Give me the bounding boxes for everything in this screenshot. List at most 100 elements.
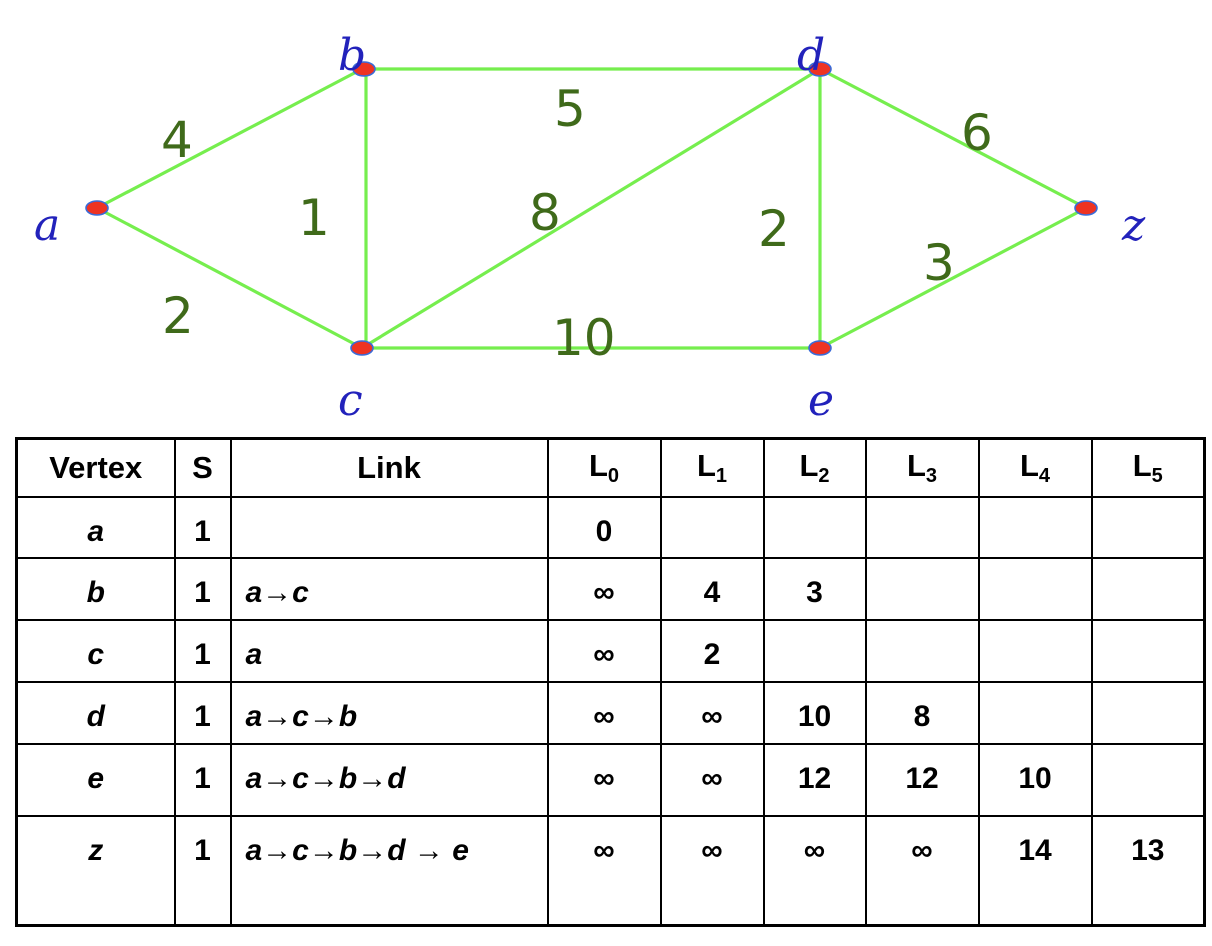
vertex-cell: a (15, 495, 176, 559)
shortest-path-table: Vertex S Link L0 L1 L2 L3 L4 L5 a 1 0 (15, 437, 1206, 927)
l4-cell (977, 556, 1093, 621)
l1-cell (659, 495, 765, 559)
l2-cell: 12 (762, 742, 867, 817)
l1-cell: 2 (659, 618, 765, 683)
table-row: z 1 a→c→b→d → e ∞ ∞ ∞ ∞ 14 13 (15, 814, 1206, 927)
l1-cell: ∞ (659, 742, 765, 817)
header-l3-text: L (906, 448, 926, 484)
link-cell: a→c→b (229, 680, 549, 745)
l3-cell: 8 (864, 680, 980, 745)
header-l2-text: L (799, 448, 819, 484)
vertex-cell: c (15, 618, 176, 683)
node-e (808, 340, 832, 356)
node-c (350, 340, 374, 356)
l5-cell (1090, 680, 1206, 745)
l5-cell: 13 (1090, 814, 1206, 927)
l1-cell: ∞ (659, 680, 765, 745)
weight-label-b-c: 1 (298, 189, 330, 247)
vertex-cell: e (15, 742, 176, 817)
weight-label-a-b: 4 (161, 111, 193, 169)
l4-cell (977, 495, 1093, 559)
vertex-cell: z (15, 814, 176, 927)
node-z (1074, 200, 1098, 216)
dijkstra-table: Vertex S Link L0 L1 L2 L3 L4 L5 a 1 0 (15, 437, 1206, 927)
l5-cell (1090, 742, 1206, 817)
node-b (352, 61, 376, 77)
l5-cell (1090, 556, 1206, 621)
link-cell: a→c (229, 556, 549, 621)
l3-cell (864, 495, 980, 559)
header-vertex: Vertex (15, 437, 176, 498)
l2-cell: ∞ (762, 814, 867, 927)
s-cell: 1 (173, 495, 232, 559)
header-l5-sub: 5 (1151, 465, 1163, 488)
weight-label-c-e: 10 (552, 309, 616, 367)
header-l1-sub: 1 (715, 465, 728, 488)
weight-label-a-c: 2 (162, 287, 194, 345)
weight-label-d-z: 6 (961, 104, 993, 162)
vertex-label-b: b (338, 30, 366, 81)
l1-cell: ∞ (659, 814, 765, 927)
vertex-label-a: a (34, 200, 60, 251)
edge-a-b (96, 67, 363, 210)
node-d (808, 61, 832, 77)
l2-cell (762, 495, 867, 559)
header-link: Link (229, 437, 549, 498)
header-l1: L1 (659, 437, 765, 498)
l0-cell: ∞ (546, 742, 662, 817)
l5-cell (1090, 495, 1206, 559)
l0-cell: 0 (546, 495, 662, 559)
weight-label-e-z: 3 (923, 234, 955, 292)
link-cell: a→c→b→d (229, 742, 549, 817)
l4-cell: 10 (977, 742, 1093, 817)
edge-a-c (96, 206, 363, 350)
weighted-graph-diagram: a b c d e z 4 2 1 5 8 10 2 6 3 (34, 30, 1146, 426)
header-l1-text: L (696, 448, 716, 484)
weight-label-c-d: 8 (529, 184, 561, 242)
vertex-label-e: e (808, 375, 834, 426)
vertex-label-d: d (797, 30, 825, 81)
l5-cell (1090, 618, 1206, 683)
l2-cell: 3 (762, 556, 867, 621)
table-row: c 1 a ∞ 2 (15, 618, 1206, 683)
s-cell: 1 (173, 680, 232, 745)
table-row: a 1 0 (15, 495, 1206, 559)
table-row: b 1 a→c ∞ 4 3 (15, 556, 1206, 621)
header-l4-sub: 4 (1038, 465, 1051, 488)
edge-e-z (819, 206, 1087, 350)
link-cell: a→c→b→d → e (229, 814, 549, 927)
s-cell: 1 (173, 742, 232, 817)
s-cell: 1 (173, 556, 232, 621)
vertex-cell: d (15, 680, 176, 745)
header-s: S (173, 437, 232, 498)
header-l4-text: L (1019, 448, 1039, 484)
header-l0-sub: 0 (607, 465, 620, 488)
vertex-label-z: z (1121, 200, 1146, 251)
l0-cell: ∞ (546, 814, 662, 927)
l3-cell (864, 618, 980, 683)
node-a (85, 200, 109, 216)
weight-label-d-e: 2 (758, 200, 790, 258)
header-l5-text: L (1132, 448, 1152, 484)
l3-cell: 12 (864, 742, 980, 817)
l4-cell (977, 680, 1093, 745)
l2-cell (762, 618, 867, 683)
weight-label-b-d: 5 (554, 80, 586, 138)
l4-cell (977, 618, 1093, 683)
edge-c-d (361, 67, 821, 350)
l3-cell: ∞ (864, 814, 980, 927)
header-l0: L0 (546, 437, 662, 498)
l4-cell: 14 (977, 814, 1093, 927)
header-l0-text: L (588, 448, 608, 484)
l3-cell (864, 556, 980, 621)
l1-cell: 4 (659, 556, 765, 621)
vertex-label-c: c (338, 375, 363, 426)
header-l3-sub: 3 (925, 465, 938, 488)
table-row: d 1 a→c→b ∞ ∞ 10 8 (15, 680, 1206, 745)
header-l3: L3 (864, 437, 980, 498)
l0-cell: ∞ (546, 556, 662, 621)
header-l2: L2 (762, 437, 867, 498)
l0-cell: ∞ (546, 680, 662, 745)
header-l5: L5 (1090, 437, 1206, 498)
vertex-cell: b (15, 556, 176, 621)
